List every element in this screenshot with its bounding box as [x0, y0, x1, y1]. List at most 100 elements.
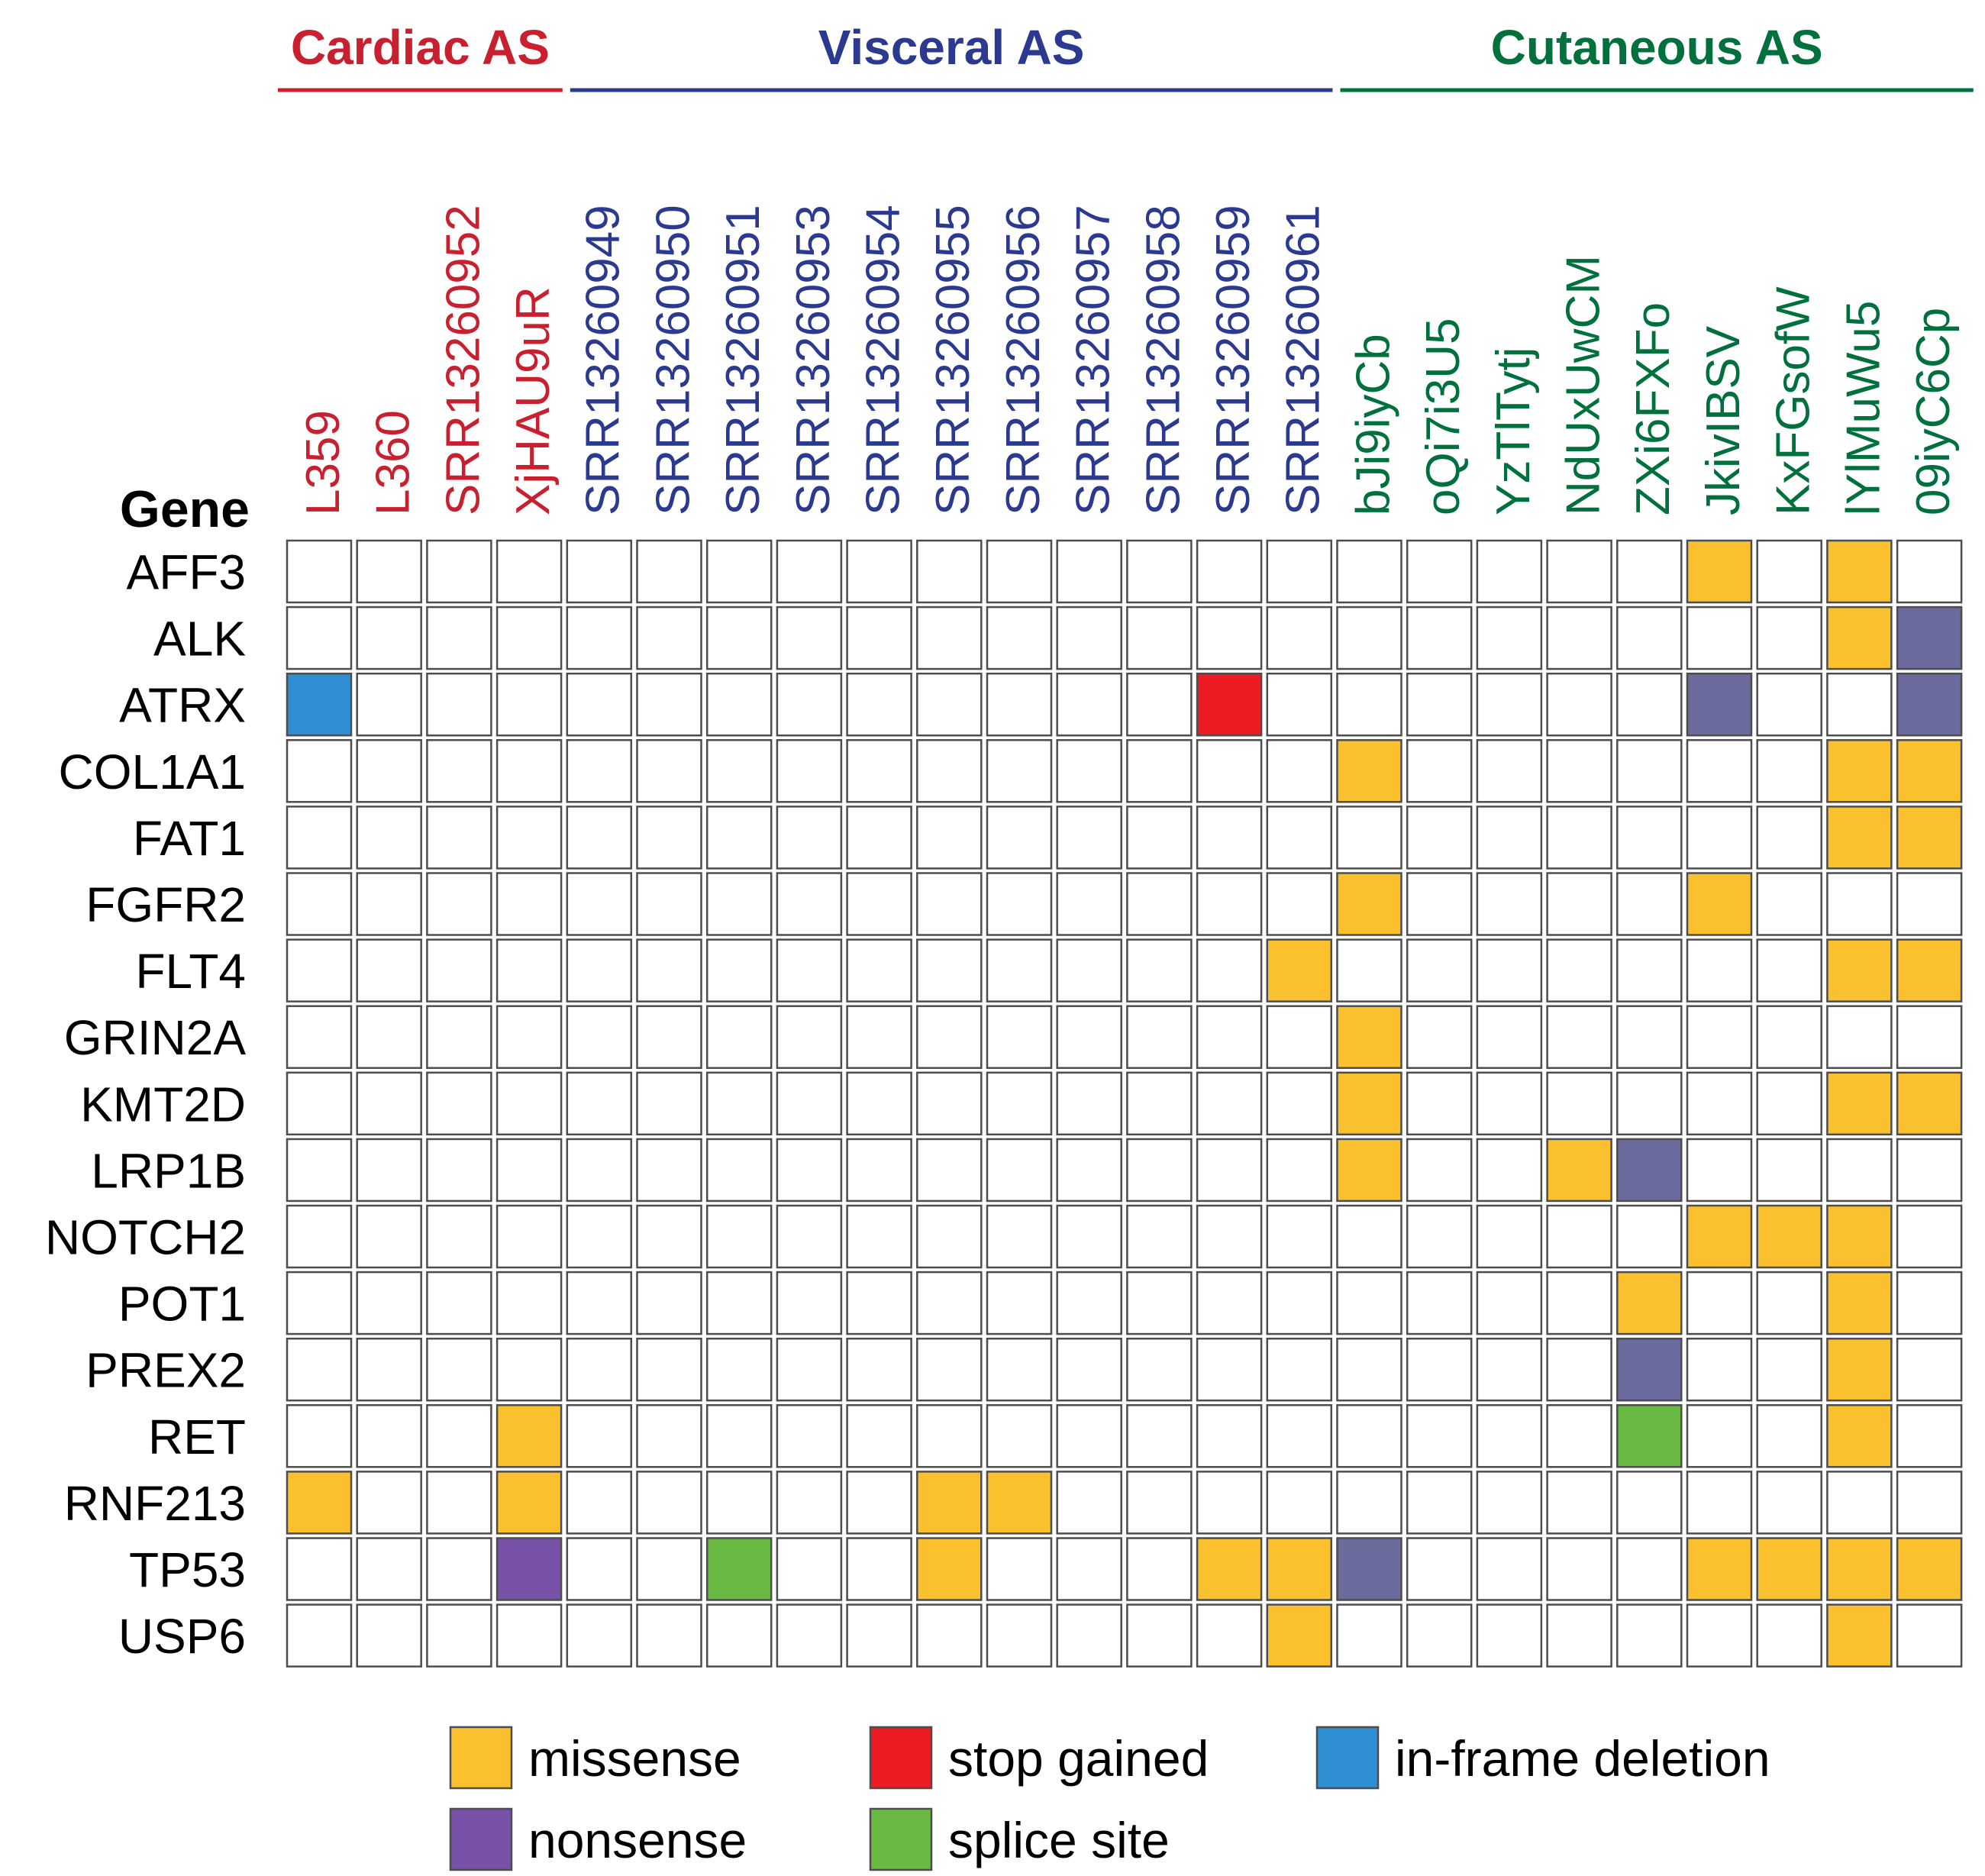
empty-cell [286, 806, 353, 870]
empty-cell [426, 938, 492, 1003]
column-label: XjHAU9uR [507, 286, 560, 515]
empty-cell [636, 539, 702, 604]
group-label-1: Visceral AS [818, 20, 1085, 75]
empty-cell [1056, 1603, 1122, 1668]
empty-cell [1546, 1537, 1612, 1601]
gene-label: RNF213 [64, 1476, 246, 1531]
empty-cell [566, 539, 633, 604]
empty-cell [1686, 1603, 1753, 1668]
mutation-cell [916, 1537, 983, 1601]
empty-cell [1686, 605, 1753, 670]
empty-cell [1546, 1204, 1612, 1269]
mutation-cell [1616, 1404, 1683, 1468]
empty-cell [1266, 739, 1333, 803]
empty-cell [495, 605, 563, 670]
empty-cell [1056, 739, 1122, 803]
empty-cell [1686, 1071, 1753, 1136]
empty-cell [356, 1005, 422, 1069]
empty-cell [1266, 1337, 1333, 1402]
empty-cell [1546, 1603, 1612, 1668]
empty-cell [286, 1271, 353, 1335]
mutation-cell [1616, 1337, 1683, 1402]
empty-cell [705, 1404, 773, 1468]
gene-header: Gene [120, 480, 250, 538]
mutation-cell [1756, 1204, 1822, 1269]
empty-cell [1406, 1138, 1473, 1203]
empty-cell [566, 1337, 633, 1402]
empty-cell [356, 1204, 422, 1269]
empty-cell [986, 539, 1053, 604]
empty-cell [846, 1404, 912, 1468]
empty-cell [286, 938, 353, 1003]
mutation-cell [1266, 938, 1333, 1003]
legend-label: nonsense [528, 1812, 747, 1868]
empty-cell [916, 1271, 983, 1335]
mutation-cell [286, 1471, 353, 1535]
empty-cell [356, 872, 422, 936]
empty-cell [426, 605, 492, 670]
empty-cell [566, 1271, 633, 1335]
empty-cell [1546, 672, 1612, 737]
empty-cell [1616, 1005, 1683, 1069]
empty-cell [1826, 872, 1893, 936]
empty-cell [1406, 605, 1473, 670]
empty-cell [1616, 806, 1683, 870]
column-label: L359 [297, 410, 350, 515]
empty-cell [1756, 1138, 1822, 1203]
empty-cell [1686, 1271, 1753, 1335]
empty-cell [426, 1204, 492, 1269]
empty-cell [356, 1337, 422, 1402]
empty-cell [916, 938, 983, 1003]
empty-cell [1126, 1337, 1193, 1402]
mutation-cell [1896, 806, 1963, 870]
empty-cell [1406, 1471, 1473, 1535]
empty-cell [426, 739, 492, 803]
empty-cell [286, 1337, 353, 1402]
mutation-cell [495, 1404, 563, 1468]
column-label: NdUxUwCM [1557, 255, 1609, 515]
empty-cell [1336, 672, 1402, 737]
empty-cell [1126, 872, 1193, 936]
empty-cell [1406, 938, 1473, 1003]
mutation-cell [916, 1471, 983, 1535]
empty-cell [1546, 1471, 1612, 1535]
empty-cell [1546, 539, 1612, 604]
empty-cell [1756, 1471, 1822, 1535]
empty-cell [636, 806, 702, 870]
empty-cell [986, 872, 1053, 936]
empty-cell [1476, 1404, 1543, 1468]
empty-cell [1616, 1071, 1683, 1136]
empty-cell [1406, 1271, 1473, 1335]
empty-cell [356, 1471, 422, 1535]
empty-cell [566, 672, 633, 737]
empty-cell [1896, 1271, 1963, 1335]
column-label: SRR13260961 [1277, 205, 1330, 515]
empty-cell [986, 1271, 1053, 1335]
gene-label: RET [148, 1409, 246, 1464]
empty-cell [1406, 1537, 1473, 1601]
empty-cell [1896, 1603, 1963, 1668]
empty-cell [1056, 1404, 1122, 1468]
empty-cell [356, 539, 422, 604]
gene-label: COL1A1 [59, 744, 246, 799]
empty-cell [916, 1204, 983, 1269]
empty-cell [986, 806, 1053, 870]
empty-cell [1756, 806, 1822, 870]
column-label: lYlMuWu5 [1837, 301, 1890, 515]
empty-cell [1686, 1471, 1753, 1535]
empty-cell [846, 672, 912, 737]
empty-cell [1126, 739, 1193, 803]
empty-cell [846, 806, 912, 870]
gene-label: ATRX [119, 678, 246, 733]
empty-cell [1336, 806, 1402, 870]
column-label: SRR13260954 [857, 205, 909, 515]
empty-cell [286, 539, 353, 604]
empty-cell [705, 938, 773, 1003]
group-label-2: Cutaneous AS [1491, 20, 1823, 75]
empty-cell [286, 1603, 353, 1668]
mutation-cell [1266, 1537, 1333, 1601]
empty-cell [1196, 1071, 1263, 1136]
mutation-cell [1826, 1337, 1893, 1402]
empty-cell [776, 872, 843, 936]
empty-cell [1476, 1138, 1543, 1203]
